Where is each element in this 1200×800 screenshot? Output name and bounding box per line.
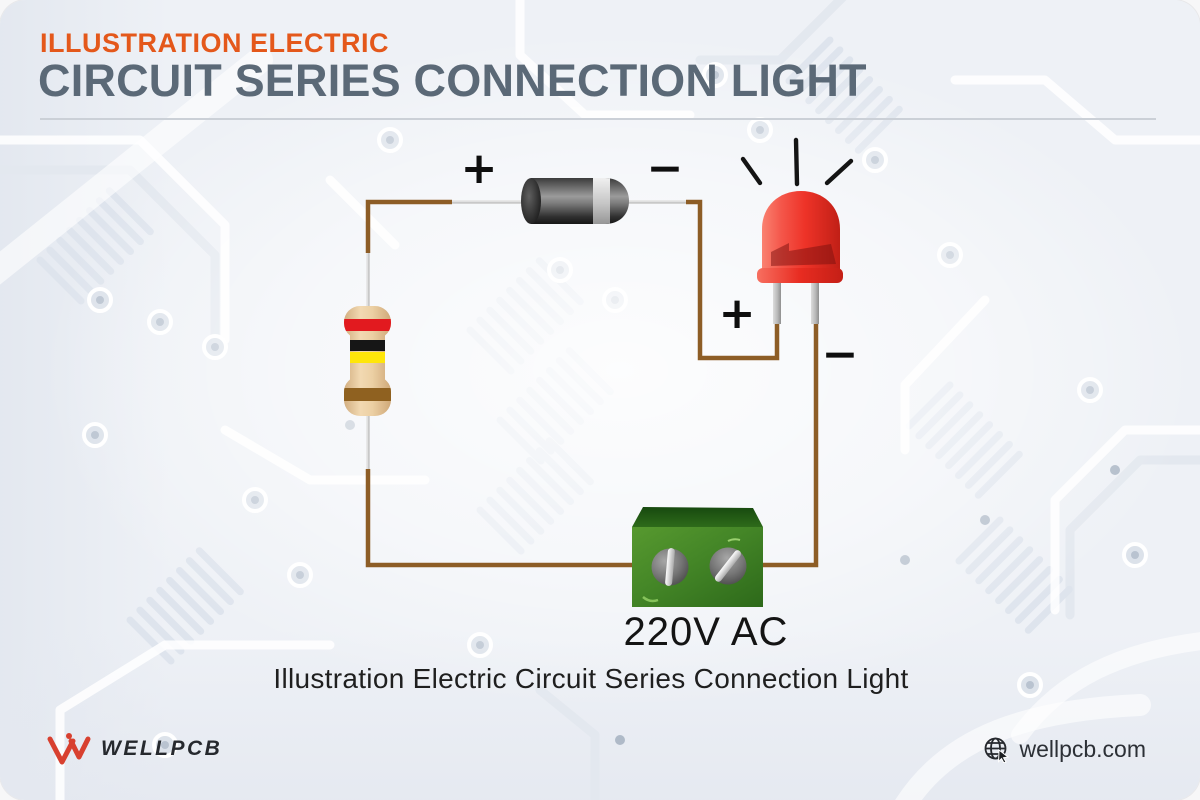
website-lockup: wellpcb.com	[983, 736, 1146, 763]
circuit-wires	[365, 199, 819, 568]
header-kicker: ILLUSTRATION ELECTRIC	[40, 28, 389, 58]
globe-icon	[985, 737, 1010, 763]
led-cathode-label: −	[821, 329, 859, 380]
brand-lockup: WELLPCB	[46, 731, 222, 767]
website-url: wellpcb.com	[1019, 736, 1146, 762]
diode-cathode-band	[593, 178, 610, 224]
led-leg-anode	[773, 278, 781, 324]
wire-resistor-to-diode	[365, 199, 452, 253]
wire-diode-to-led	[686, 199, 780, 361]
resistor-band-yellow	[350, 352, 385, 363]
diode-anode-label: +	[460, 143, 498, 194]
wire-block-to-resistor	[365, 469, 633, 568]
led-light-rays	[740, 137, 854, 187]
brand-name: WELLPCB	[101, 737, 223, 760]
wellpcb-w-logo-icon	[47, 733, 91, 765]
wire-led-to-block	[763, 323, 819, 568]
resistor-band-black	[350, 340, 385, 351]
component-leads	[366, 200, 686, 469]
lead-highlights	[366, 200, 686, 469]
page-title: CIRCUIT SERIES CONNECTION LIGHT	[38, 55, 867, 106]
terminal-block-top	[632, 507, 763, 527]
resistor-band-brown	[344, 388, 391, 401]
diode	[521, 178, 629, 224]
led-leg-cathode	[811, 278, 819, 324]
header-divider	[40, 118, 1156, 120]
led	[757, 191, 843, 324]
source-voltage-label: 220V AC	[623, 610, 789, 654]
terminal-screw-right	[709, 547, 747, 585]
terminal-block	[632, 507, 763, 607]
terminal-screw-left	[651, 548, 689, 586]
resistor-band-red	[344, 319, 391, 331]
led-internal-chip	[771, 243, 836, 266]
led-flange	[757, 268, 843, 283]
caption: Illustration Electric Circuit Series Con…	[273, 663, 909, 694]
diode-cathode-label: −	[646, 143, 684, 194]
resistor	[344, 306, 391, 416]
led-anode-label: +	[718, 288, 756, 339]
